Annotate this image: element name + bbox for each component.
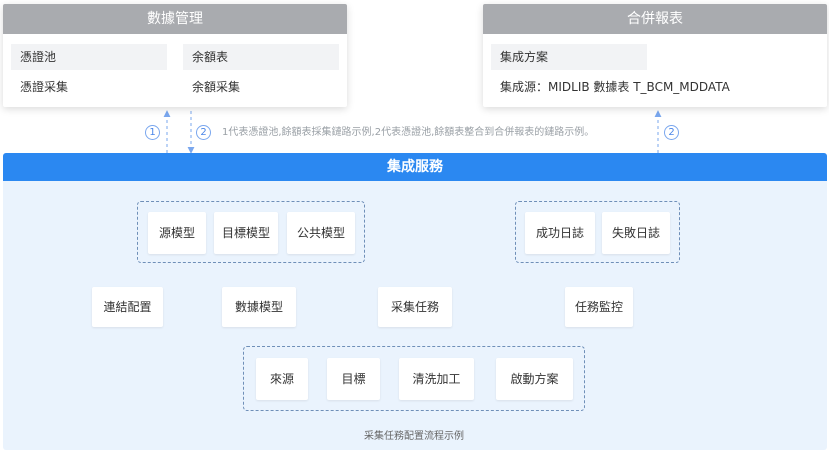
connection-config-node[interactable]: 連結配置 [92,287,163,327]
integration-service-title: 集成服務 [3,153,827,181]
task-flow-caption: 采集任務配置流程示例 [364,431,464,442]
balance-collect-item[interactable]: 余額采集 [192,80,241,94]
source-node[interactable]: 來源 [256,358,308,400]
failure-log-node[interactable]: 失敗日誌 [602,212,670,254]
marker-two-right: 2 [664,125,679,140]
target-node[interactable]: 目標 [327,358,380,400]
legend-note: 1代表憑證池,餘額表採集鏈路示例,2代表憑證池,餘額表整合到合併報表的鏈路示例。 [222,127,595,138]
voucher-collect-item[interactable]: 憑證采集 [20,80,69,94]
common-model-node[interactable]: 公共模型 [287,212,355,254]
data-management-card: 數據管理 憑證池 余額表 憑證采集 余額采集 [3,4,347,107]
consolidated-report-card: 合併報表 集成方案 集成源：MIDLIB 數據表 T_BCM_MDDATA [483,4,827,107]
data-model-node[interactable]: 數據模型 [222,287,296,327]
task-flow-group [243,346,585,411]
data-management-title: 數據管理 [3,4,347,34]
marker-two: 2 [196,125,211,140]
balance-table-item[interactable]: 余額表 [183,44,339,70]
model-group [137,201,365,263]
consolidated-report-title: 合併報表 [483,4,827,34]
log-group [515,201,680,263]
voucher-pool-item[interactable]: 憑證池 [11,44,167,70]
marker-one: 1 [145,125,160,140]
clean-process-node[interactable]: 清洗加工 [399,358,474,400]
success-log-node[interactable]: 成功日誌 [525,212,595,254]
integration-source-item: 集成源：MIDLIB 數據表 T_BCM_MDDATA [500,80,730,94]
integration-plan-item[interactable]: 集成方案 [491,44,647,70]
start-plan-node[interactable]: 啟動方案 [496,358,573,400]
collect-task-node[interactable]: 采集任務 [378,287,452,327]
target-model-node[interactable]: 目標模型 [214,212,278,254]
task-monitor-node[interactable]: 任務監控 [565,287,633,327]
source-model-node[interactable]: 源模型 [148,212,206,254]
